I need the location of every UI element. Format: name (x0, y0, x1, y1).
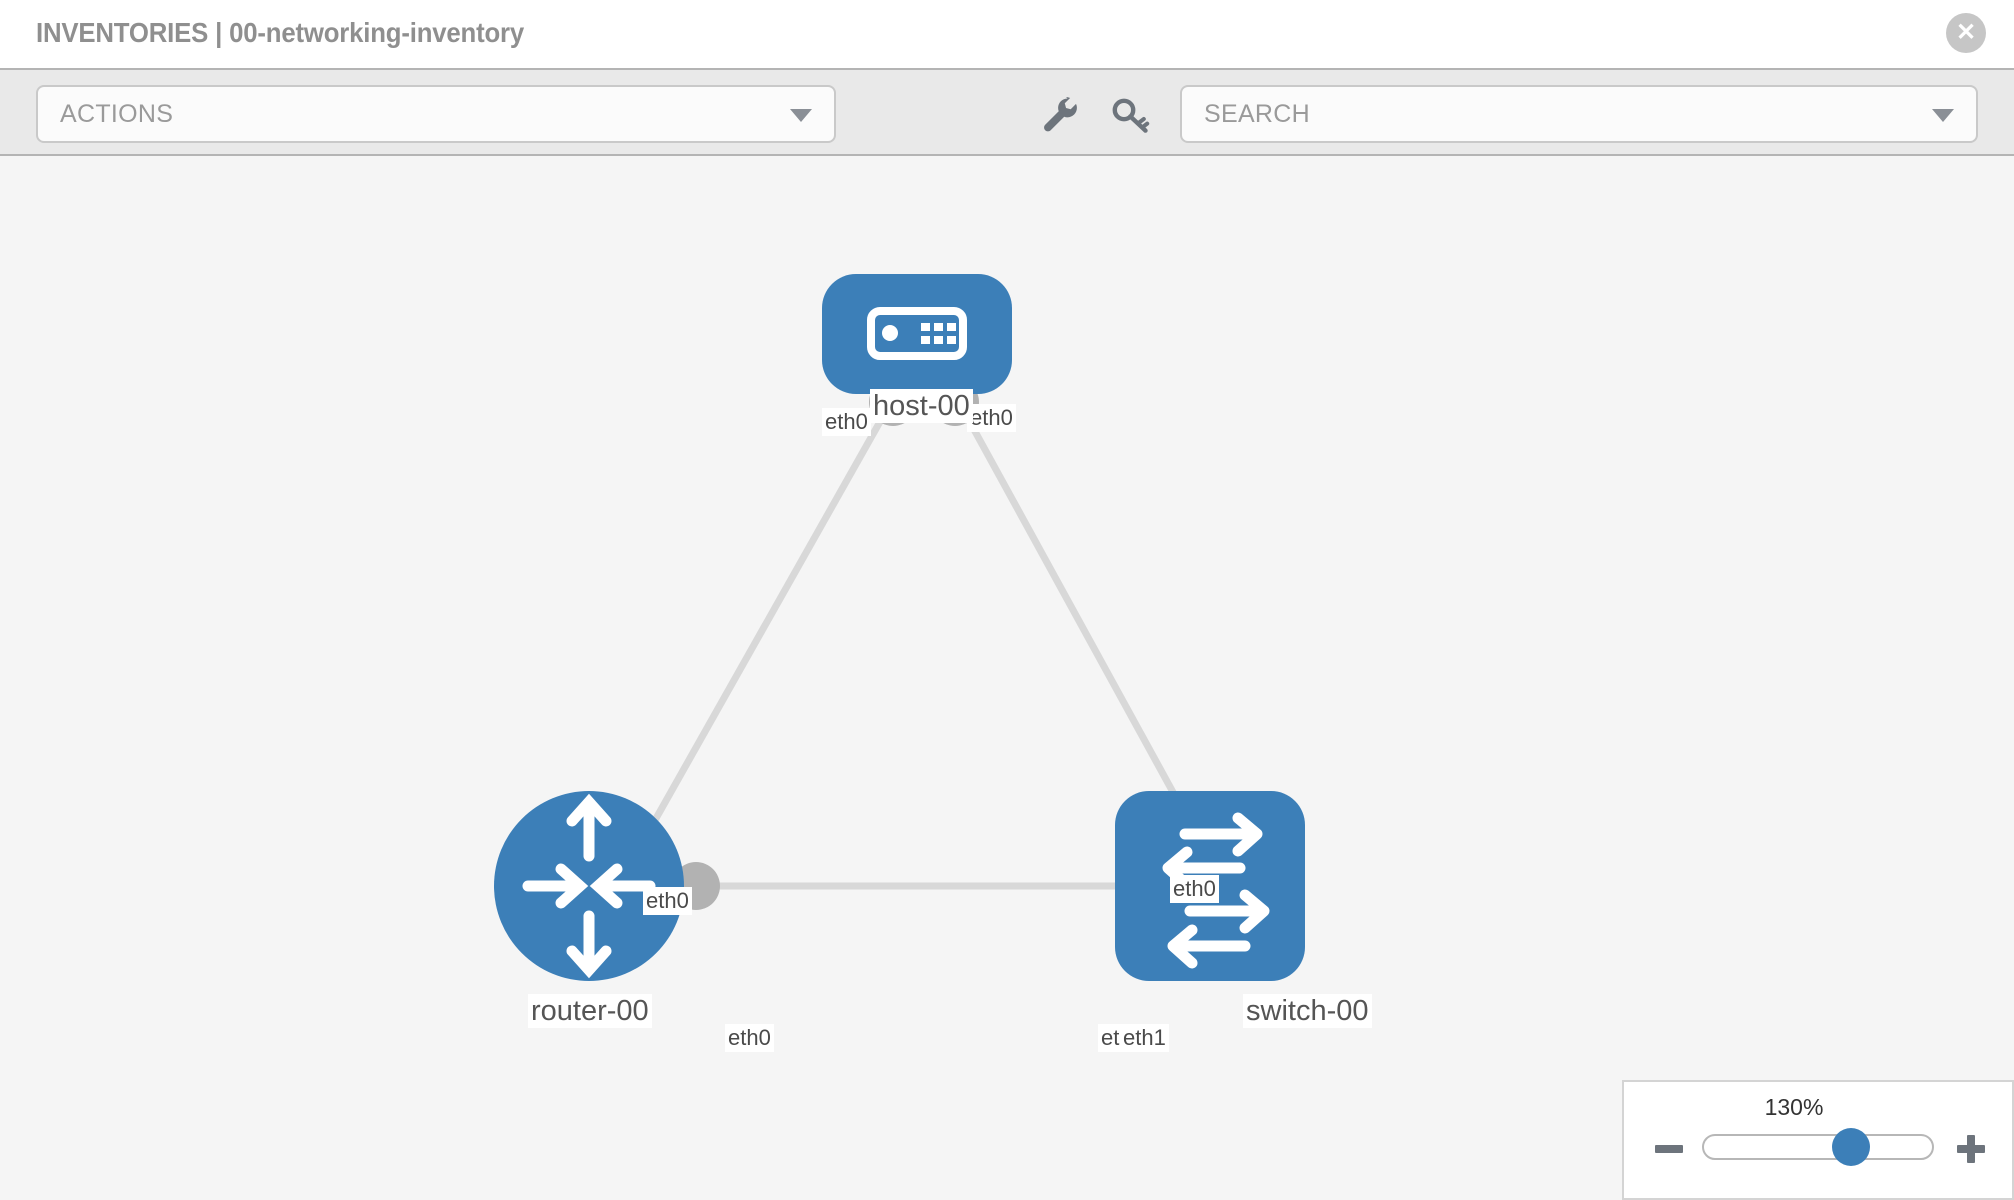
edge-label-host00-eth0-right: eth0 (967, 404, 1016, 432)
topology-graph (494, 274, 1305, 981)
switch-arrows-icon (1162, 812, 1270, 969)
plus-icon-vertical (1967, 1135, 1975, 1163)
page-title: INVENTORIES | 00-networking-inventory (36, 17, 525, 48)
zoom-panel: 130% (1622, 1080, 2014, 1200)
zoom-out-button[interactable] (1652, 1132, 1686, 1166)
node-host-00[interactable] (822, 274, 1012, 394)
zoom-in-button[interactable] (1954, 1132, 1988, 1166)
toolbar: ACTIONS SEARCH (0, 68, 2014, 156)
search-input[interactable]: SEARCH (1180, 85, 1978, 143)
actions-dropdown-label: ACTIONS (60, 100, 174, 128)
edge-label-switch00-eth1: eth1 (1120, 1024, 1169, 1052)
zoom-slider-thumb[interactable] (1832, 1128, 1870, 1166)
edge-label-switch00-eth0-up: eth0 (1170, 875, 1219, 903)
topology-canvas[interactable]: eth0 eth0 eth0 eth0 eth0 eth0 eth1 host-… (0, 156, 2014, 1200)
wrench-icon[interactable] (1038, 94, 1080, 136)
key-icon[interactable] (1110, 94, 1152, 136)
node-router-00[interactable] (494, 791, 684, 981)
minus-icon (1655, 1145, 1683, 1153)
zoom-slider-track[interactable] (1702, 1134, 1934, 1160)
page-header: INVENTORIES | 00-networking-inventory ✕ (0, 0, 2014, 68)
chevron-down-icon (1932, 109, 1954, 122)
router-arrows-icon (522, 793, 656, 979)
chevron-down-icon (790, 109, 812, 122)
node-label-switch-00: switch-00 (1243, 994, 1372, 1028)
actions-dropdown[interactable]: ACTIONS (36, 85, 836, 143)
server-icon (867, 307, 967, 360)
edge-label-router00-eth0-up: eth0 (643, 887, 692, 915)
node-label-host-00: host-00 (870, 389, 973, 423)
edge-host00-router00[interactable] (624, 402, 894, 870)
close-icon: ✕ (1955, 19, 1977, 46)
search-input-value: SEARCH (1204, 100, 1310, 128)
close-button[interactable]: ✕ (1946, 13, 1986, 53)
node-label-router-00: router-00 (528, 994, 652, 1028)
zoom-level-value: 130% (1764, 1094, 1824, 1120)
edge-host00-switch00[interactable] (956, 402, 1212, 858)
edge-label-host00-eth0-left: eth0 (822, 408, 871, 436)
edge-label-router00-eth0-right: eth0 (725, 1024, 774, 1052)
